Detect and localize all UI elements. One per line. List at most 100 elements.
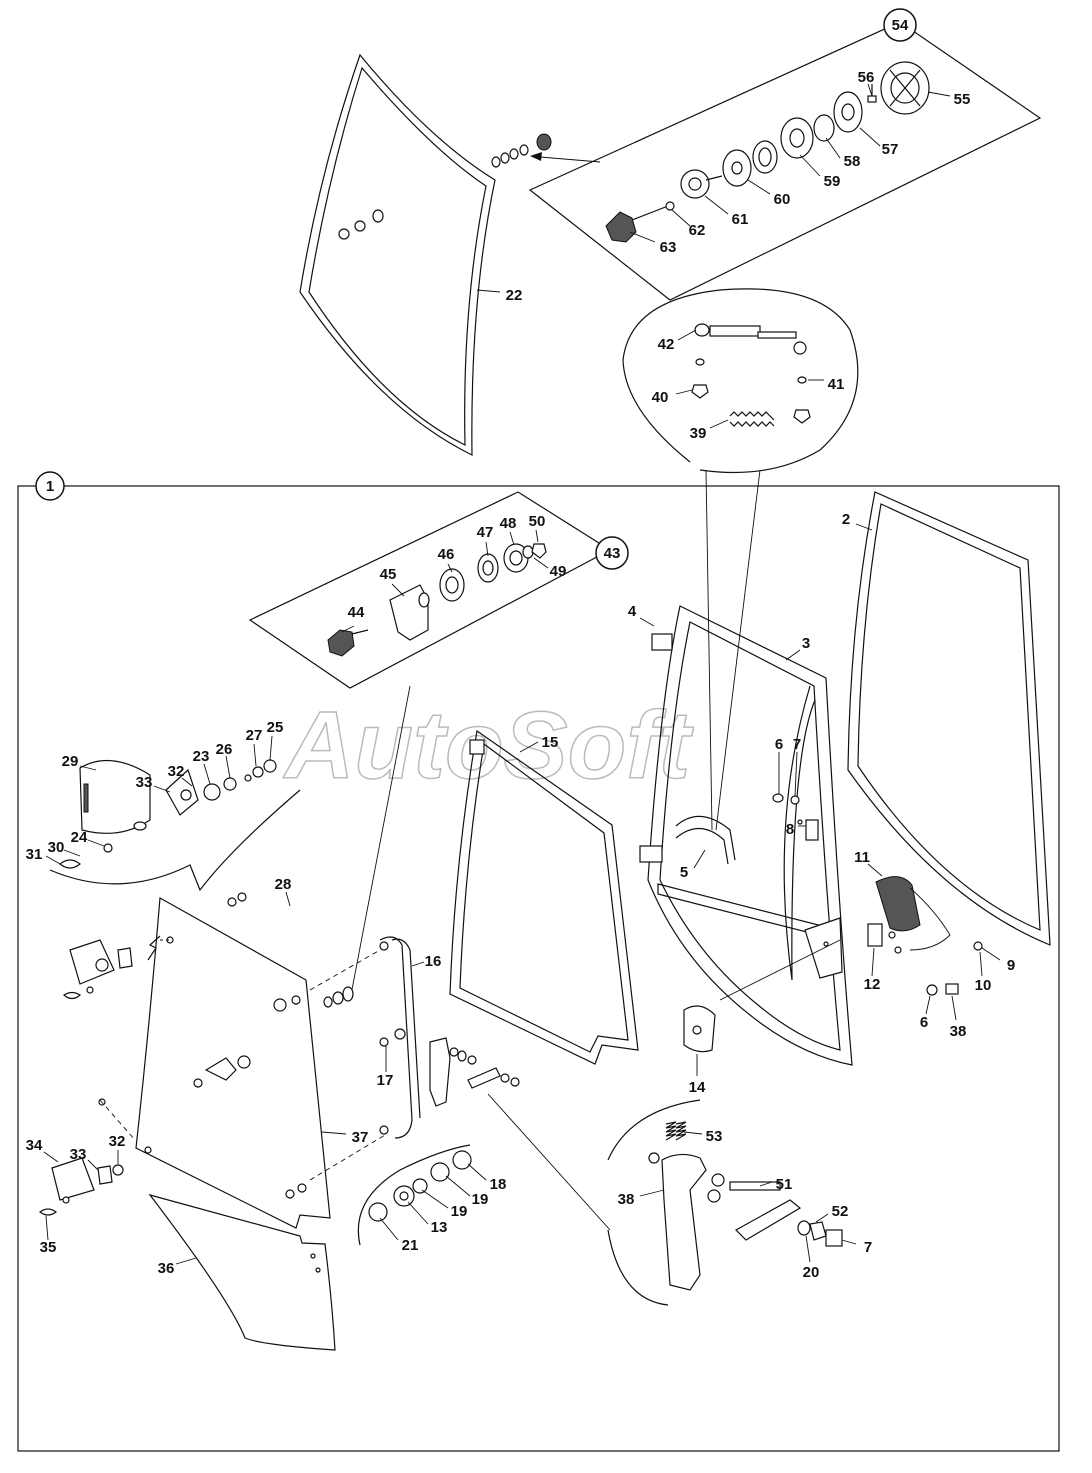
callout-leader-9 <box>981 947 1001 961</box>
callout-leader-10 <box>979 951 983 977</box>
part-22-window <box>299 53 552 456</box>
callout-label-39: 39 <box>690 425 707 442</box>
callout-label-49: 49 <box>550 563 567 580</box>
part-57-circlip <box>813 114 835 142</box>
callout-leader-4 <box>639 617 655 627</box>
part-16-bar <box>323 936 421 1139</box>
latch-assembly <box>429 1037 611 1231</box>
group-1-badge: 1 <box>35 471 65 501</box>
callout-label-45: 45 <box>380 566 397 583</box>
leader-latch-detail <box>487 1093 611 1231</box>
callout-label-30: 30 <box>48 839 65 856</box>
callout-leader-47 <box>485 541 489 557</box>
leader-strut-a <box>705 469 713 831</box>
callout-leader-19 <box>421 1189 449 1209</box>
callout-label-12: 12 <box>864 976 881 993</box>
callout-label-8: 8 <box>786 821 794 838</box>
callout-leader-34 <box>43 1151 59 1163</box>
callout-leader-29 <box>79 765 97 771</box>
group-54-panel <box>528 21 1042 301</box>
callout-label-37: 37 <box>352 1129 369 1146</box>
callout-leader-23 <box>203 763 211 785</box>
callout-label-22: 22 <box>506 287 523 304</box>
part-57-flange <box>833 91 863 133</box>
watermark-text: AutoSoft <box>283 692 694 799</box>
callout-leader-12 <box>871 947 875 977</box>
callout-label-58: 58 <box>844 153 861 170</box>
callout-label-33: 33 <box>136 774 153 791</box>
detail-38-handle <box>607 1099 843 1306</box>
callout-leader-18 <box>467 1163 487 1181</box>
callout-label-11: 11 <box>854 849 870 866</box>
callout-leader-39 <box>709 419 729 429</box>
callout-label-60: 60 <box>774 191 791 208</box>
callout-leader-61 <box>704 195 729 215</box>
callout-leader-27 <box>253 743 257 767</box>
callout-leader-3 <box>785 649 801 661</box>
callout-leader-16 <box>411 961 425 967</box>
group-43-panel <box>248 491 612 689</box>
callout-leader-50 <box>535 529 539 543</box>
callout-label-25: 25 <box>267 719 284 736</box>
leader-43-down <box>349 685 411 1001</box>
callout-leader-35 <box>45 1215 49 1241</box>
callout-label-23: 23 <box>193 748 210 765</box>
part-8-plate <box>772 793 819 841</box>
callout-label-17: 17 <box>377 1072 394 1089</box>
callout-leader-2 <box>855 523 873 531</box>
callout-leader-15 <box>519 741 539 753</box>
callout-label-5: 5 <box>680 864 688 881</box>
callout-leader-33 <box>153 785 171 793</box>
callout-leader-62 <box>671 209 691 227</box>
callout-leader-31 <box>45 855 61 865</box>
callout-leader-44 <box>341 625 355 633</box>
callout-label-38: 38 <box>950 1023 967 1040</box>
callout-leader-48 <box>509 531 515 546</box>
callout-label-52: 52 <box>832 1203 849 1220</box>
callout-leader-51 <box>759 1181 773 1187</box>
callout-label-57: 57 <box>882 141 899 158</box>
callout-label-61: 61 <box>732 211 749 228</box>
callout-leader-38 <box>639 1189 665 1197</box>
callout-label-31: 31 <box>26 846 43 863</box>
callout-label-6: 6 <box>775 736 783 753</box>
callout-label-63: 63 <box>660 239 677 256</box>
callout-leader-28 <box>285 891 291 907</box>
callout-label-21: 21 <box>402 1237 419 1254</box>
callout-label-28: 28 <box>275 876 292 893</box>
callout-leader-42 <box>677 329 697 341</box>
callout-label-3: 3 <box>802 635 810 652</box>
part-2-side-glass <box>847 491 1051 946</box>
callout-label-27: 27 <box>246 727 263 744</box>
detail-gas-strut <box>622 288 859 831</box>
part-59-washer <box>752 140 778 174</box>
callout-label-38: 38 <box>618 1191 635 1208</box>
callout-leader-30 <box>63 849 81 857</box>
callout-label-44: 44 <box>348 604 365 621</box>
callout-leader-19 <box>445 1175 471 1197</box>
svg-text:43: 43 <box>604 545 621 562</box>
assembly-arrow-54 <box>539 156 601 163</box>
callout-label-55: 55 <box>954 91 971 108</box>
callout-label-56: 56 <box>858 69 875 86</box>
callout-leader-20 <box>805 1235 811 1263</box>
part-36-lower-panel <box>148 1193 336 1351</box>
callout-label-7: 7 <box>793 736 801 753</box>
callout-label-16: 16 <box>425 953 442 970</box>
callout-leader-40 <box>675 389 693 395</box>
callout-leader-32 <box>181 777 193 787</box>
callout-label-36: 36 <box>158 1260 175 1277</box>
callout-label-6: 6 <box>920 1014 928 1031</box>
callout-label-4: 4 <box>628 603 637 620</box>
callout-leader-59 <box>799 154 821 177</box>
callout-leader-24 <box>87 839 105 847</box>
callout-label-9: 9 <box>1007 957 1015 974</box>
callout-leader-56 <box>867 83 873 97</box>
detail-washers <box>357 1144 472 1246</box>
callout-label-50: 50 <box>529 513 546 530</box>
part-55-handle <box>880 61 930 115</box>
callout-leader-53 <box>683 1131 703 1135</box>
part-58-disk <box>780 117 814 159</box>
